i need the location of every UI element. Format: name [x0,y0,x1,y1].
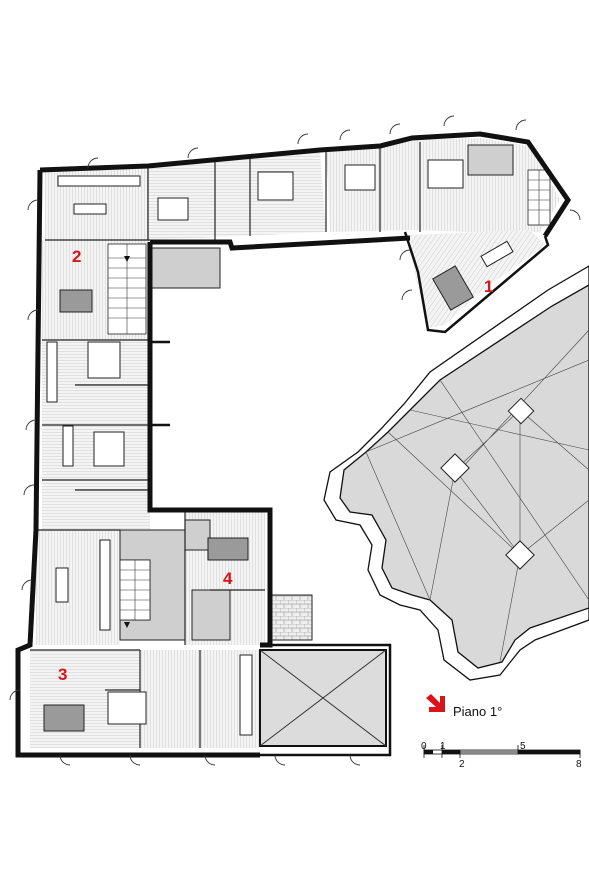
scale-tick-2: 2 [459,759,465,770]
stairwell-north [527,169,551,226]
doors [9,115,581,766]
stairwell-south [119,559,151,628]
furniture [43,159,514,736]
scale-bar: 0 1 5 2 8 [421,741,582,770]
scale-tick-1: 1 [440,741,446,752]
lightwell [259,649,387,747]
legend: Piano 1° [426,694,502,719]
apartment-number-4: 4 [223,569,233,588]
scale-tick-5: 5 [520,741,526,752]
apartment-number-2: 2 [72,247,81,266]
terrace [271,594,313,641]
exterior-walls [15,131,572,758]
floor-label: Piano 1° [453,704,502,719]
apartment-number-3: 3 [58,665,67,684]
church-pillar [505,540,535,570]
scale-tick-0: 0 [421,741,427,752]
scale-tick-8: 8 [576,759,582,770]
church-pillar [507,397,535,425]
church-pillar [440,453,470,483]
apartment-number-1: 1 [484,277,493,296]
red-diagonal-arrow-icon [426,694,445,712]
stairwell-west [107,243,147,335]
